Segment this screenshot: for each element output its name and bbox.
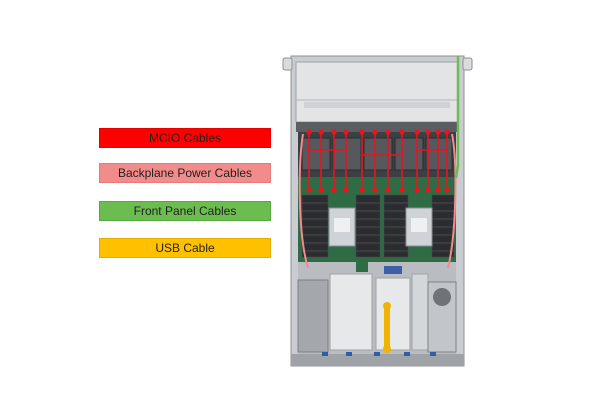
fan-module: [425, 137, 453, 171]
chassis-handle-right: [462, 57, 473, 71]
mcio-connector: [414, 187, 420, 193]
dimm-bank-right-inner: [383, 194, 409, 258]
mcio-connector: [372, 187, 378, 193]
mcio-connector: [331, 187, 337, 193]
board-chip-1: [356, 262, 368, 272]
psu-right-fan: [433, 288, 451, 306]
rear-port: [322, 352, 328, 356]
dimm-lines: [302, 202, 454, 252]
mcio-connector: [359, 187, 365, 193]
mcio-connectors: [306, 129, 450, 193]
riser-right: [411, 273, 429, 351]
bottom-rail: [291, 354, 464, 366]
fan-module: [394, 137, 424, 171]
mcio-cables: [308, 132, 448, 190]
dimm-bank-left-inner: [355, 194, 381, 258]
mcio-connector: [372, 129, 378, 135]
usb-connector: [383, 302, 391, 310]
mcio-connector: [331, 129, 337, 135]
legend-usb-label: USB Cable: [155, 241, 215, 255]
legend-mcio-cables: MCIO Cables: [99, 128, 271, 148]
mcio-connector: [385, 187, 391, 193]
legend-backplane-power-cables: Backplane Power Cables: [99, 163, 271, 183]
mcio-connector: [399, 187, 405, 193]
fan-modules: [301, 137, 453, 171]
mcio-cable-bundle: [309, 149, 447, 156]
mcio-connector: [306, 129, 312, 135]
fan-module: [301, 137, 331, 171]
usb-cable: [384, 303, 390, 351]
rear-port: [374, 352, 380, 356]
rear-port: [404, 352, 410, 356]
drive-bay-cover: [295, 61, 459, 123]
psu-left: [297, 279, 329, 353]
mcio-connector: [343, 187, 349, 193]
legend-backplane-label: Backplane Power Cables: [117, 166, 253, 180]
legend-mcio-label: MCIO Cables: [148, 131, 222, 145]
chassis-handle-left: [282, 57, 293, 71]
riser-left: [329, 273, 373, 351]
rear-port: [430, 352, 436, 356]
riser-center: [375, 277, 411, 351]
mcio-connector: [444, 129, 450, 135]
mcio-connector: [343, 129, 349, 135]
usb-connector: [383, 345, 391, 353]
mcio-connector: [359, 129, 365, 135]
backplane-power-cable-right: [447, 133, 457, 269]
rear-port: [346, 352, 352, 356]
rear-ports: [322, 352, 436, 356]
mcio-connector: [414, 129, 420, 135]
board-chip-2: [384, 266, 402, 274]
mcio-connector: [306, 187, 312, 193]
mcio-connector: [318, 187, 324, 193]
legend-frontpanel-label: Front Panel Cables: [133, 204, 237, 218]
dimm-bank-left-outer: [301, 194, 329, 258]
legend-front-panel-cables: Front Panel Cables: [99, 201, 271, 221]
front-panel-cable: [454, 56, 460, 179]
backplane-power-cable-left: [298, 133, 309, 269]
backplane-strip: [296, 122, 458, 132]
mcio-connector: [444, 187, 450, 193]
legend-usb-cable: USB Cable: [99, 238, 271, 258]
dimm-bank-right-outer: [431, 194, 455, 258]
backplane-power-cables: [298, 133, 457, 269]
mcio-connector: [435, 187, 441, 193]
drive-bay-vent: [304, 102, 450, 108]
mcio-connector: [385, 129, 391, 135]
cpu-left-label: [334, 218, 350, 232]
fan-module: [332, 137, 362, 171]
mcio-connector: [435, 129, 441, 135]
mcio-connector: [425, 129, 431, 135]
mcio-connector: [399, 129, 405, 135]
cpu-right-label: [411, 218, 427, 232]
mcio-connector: [318, 129, 324, 135]
mcio-connector: [425, 187, 431, 193]
